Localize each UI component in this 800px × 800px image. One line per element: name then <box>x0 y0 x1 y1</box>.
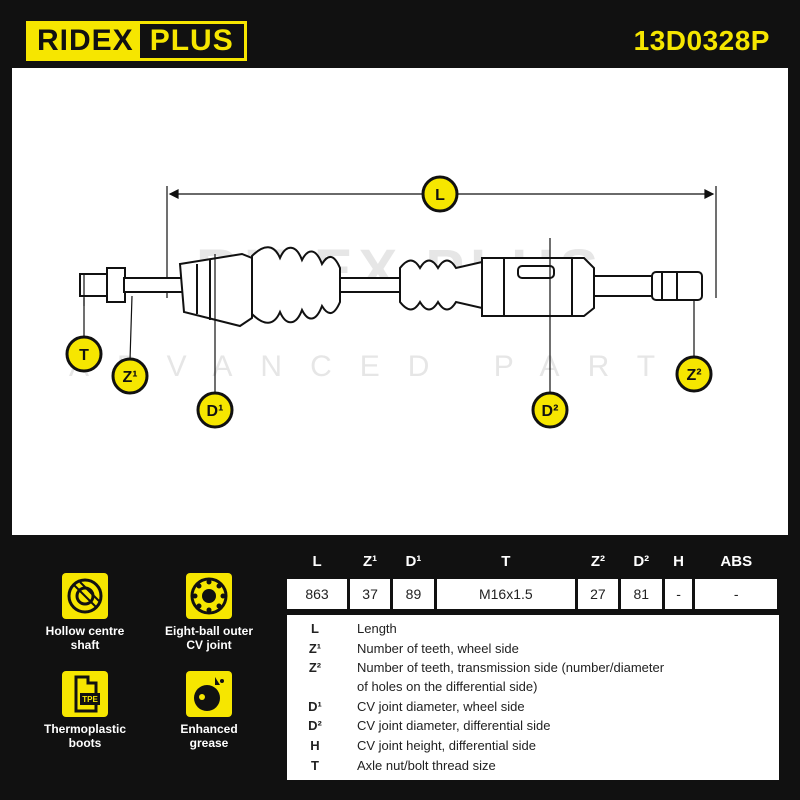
legend-key: L <box>311 621 319 636</box>
legend-text: of holes on the differential side) <box>357 679 538 694</box>
spec-value-abs: - <box>695 579 777 609</box>
legend-row: D¹ CV joint diameter, wheel side <box>287 699 779 719</box>
feature-grease-line-2: grease <box>189 736 229 750</box>
legend-text: Axle nut/bolt thread size <box>357 758 496 773</box>
spec-header-h: H <box>664 546 693 576</box>
spec-header-d2: D² <box>620 546 662 576</box>
grease-icon <box>186 671 232 717</box>
feature-boots-line-2: boots <box>68 736 102 750</box>
legend-row: D² CV joint diameter, differential side <box>287 718 779 738</box>
spec-header-t: T <box>436 546 575 576</box>
legend-text: Length <box>357 621 397 636</box>
spec-header-row: L Z¹ D¹ T Z² D² H ABS <box>287 546 777 576</box>
brand-logo: RIDEX PLUS <box>26 21 247 61</box>
legend-text: Number of teeth, wheel side <box>357 641 519 656</box>
hollow-shaft-icon <box>62 573 108 619</box>
callout-d1-label: D¹ <box>207 403 224 420</box>
legend-text: CV joint diameter, wheel side <box>357 699 525 714</box>
callout-z1-label: Z¹ <box>122 369 137 386</box>
header-bar: RIDEX PLUS 13D0328P <box>12 12 788 68</box>
spec-header-abs: ABS <box>695 546 777 576</box>
callout-t-label: T <box>79 347 89 364</box>
technical-drawing: RIDEX PLUS ADVANCED PARTS <box>12 68 788 535</box>
spec-value-d2: 81 <box>620 579 662 609</box>
spec-value-t: M16x1.5 <box>436 579 575 609</box>
feature-ball-joint-line-2: CV joint <box>186 638 232 652</box>
legend-row: L Length <box>287 621 779 641</box>
legend-text: Number of teeth, transmission side (numb… <box>357 660 665 675</box>
legend-key: Z² <box>308 660 322 675</box>
legend-row: Z¹ Number of teeth, wheel side <box>287 641 779 661</box>
spec-value-d1: 89 <box>393 579 434 609</box>
watermark: RIDEX PLUS ADVANCED PARTS <box>69 238 731 383</box>
legend-row: of holes on the differential side) <box>287 679 779 699</box>
spec-header-z2: Z² <box>577 546 618 576</box>
legend-row: Z² Number of teeth, transmission side (n… <box>287 660 779 680</box>
spec-value-z1: 37 <box>350 579 391 609</box>
spec-value-l: 863 <box>287 579 348 609</box>
feature-boots-line-1: Thermoplastic <box>43 722 127 736</box>
boot-icon: TPE <box>62 671 108 717</box>
legend-key: H <box>310 738 320 753</box>
legend-key: Z¹ <box>308 641 322 656</box>
callout-z2: Z² <box>675 355 713 393</box>
feature-hollow-shaft: Hollow centre shaft <box>30 573 140 652</box>
leader-lines <box>83 238 695 398</box>
legend-key: T <box>311 758 319 773</box>
spec-table: L Z¹ D¹ T Z² D² H ABS 863 37 89 M16x1.5 … <box>284 543 780 612</box>
callout-badges: L T Z¹ D¹ D² <box>65 175 713 429</box>
feature-ball-joint-line-1: Eight-ball outer <box>165 624 253 638</box>
legend-text: CV joint diameter, differential side <box>357 718 551 733</box>
spec-legend: L Length Z¹ Number of teeth, wheel side … <box>287 615 779 780</box>
legend-key: D¹ <box>308 699 322 714</box>
callout-d2: D² <box>531 391 569 429</box>
specification-panel: Hollow centre shaft Eight-ball oute <box>12 535 788 788</box>
callout-l-label: L <box>435 187 445 204</box>
spec-value-z2: 27 <box>577 579 618 609</box>
callout-l: L <box>421 175 459 213</box>
feature-grease-line-1: Enhanced <box>180 722 238 736</box>
drive-shaft <box>79 246 703 328</box>
callout-z2-label: Z² <box>686 367 701 384</box>
brand-logo-main: RIDEX <box>29 24 140 58</box>
part-number: 13D0328P <box>633 25 770 56</box>
legend-key: D² <box>308 718 322 733</box>
callout-t: T <box>65 335 103 373</box>
spec-value-h: - <box>664 579 693 609</box>
drive-shaft-drawing: RIDEX PLUS ADVANCED PARTS <box>65 175 731 429</box>
watermark-tagline: ADVANCED PARTS <box>69 350 731 383</box>
feature-ball-joint: Eight-ball outer CV joint <box>154 573 264 652</box>
feature-boots: TPE Thermoplastic boots <box>30 671 140 750</box>
callout-z1: Z¹ <box>111 357 149 395</box>
spec-header-l: L <box>287 546 348 576</box>
legend-text: CV joint height, differential side <box>357 738 536 753</box>
legend-row: H CV joint height, differential side <box>287 738 779 758</box>
feature-hollow-shaft-line-2: shaft <box>70 638 100 652</box>
callout-d1: D¹ <box>196 391 234 429</box>
brand-logo-sub: PLUS <box>149 24 234 57</box>
spec-value-row: 863 37 89 M16x1.5 27 81 - - <box>287 579 777 609</box>
legend-row: T Axle nut/bolt thread size <box>287 758 779 778</box>
feature-hollow-shaft-line-1: Hollow centre <box>45 624 125 638</box>
spec-header-z1: Z¹ <box>350 546 391 576</box>
ball-joint-icon <box>186 573 232 619</box>
spec-header-d1: D¹ <box>393 546 434 576</box>
callout-d2-label: D² <box>542 403 559 420</box>
feature-grease: Enhanced grease <box>154 671 264 750</box>
tpe-badge: TPE <box>82 695 98 704</box>
